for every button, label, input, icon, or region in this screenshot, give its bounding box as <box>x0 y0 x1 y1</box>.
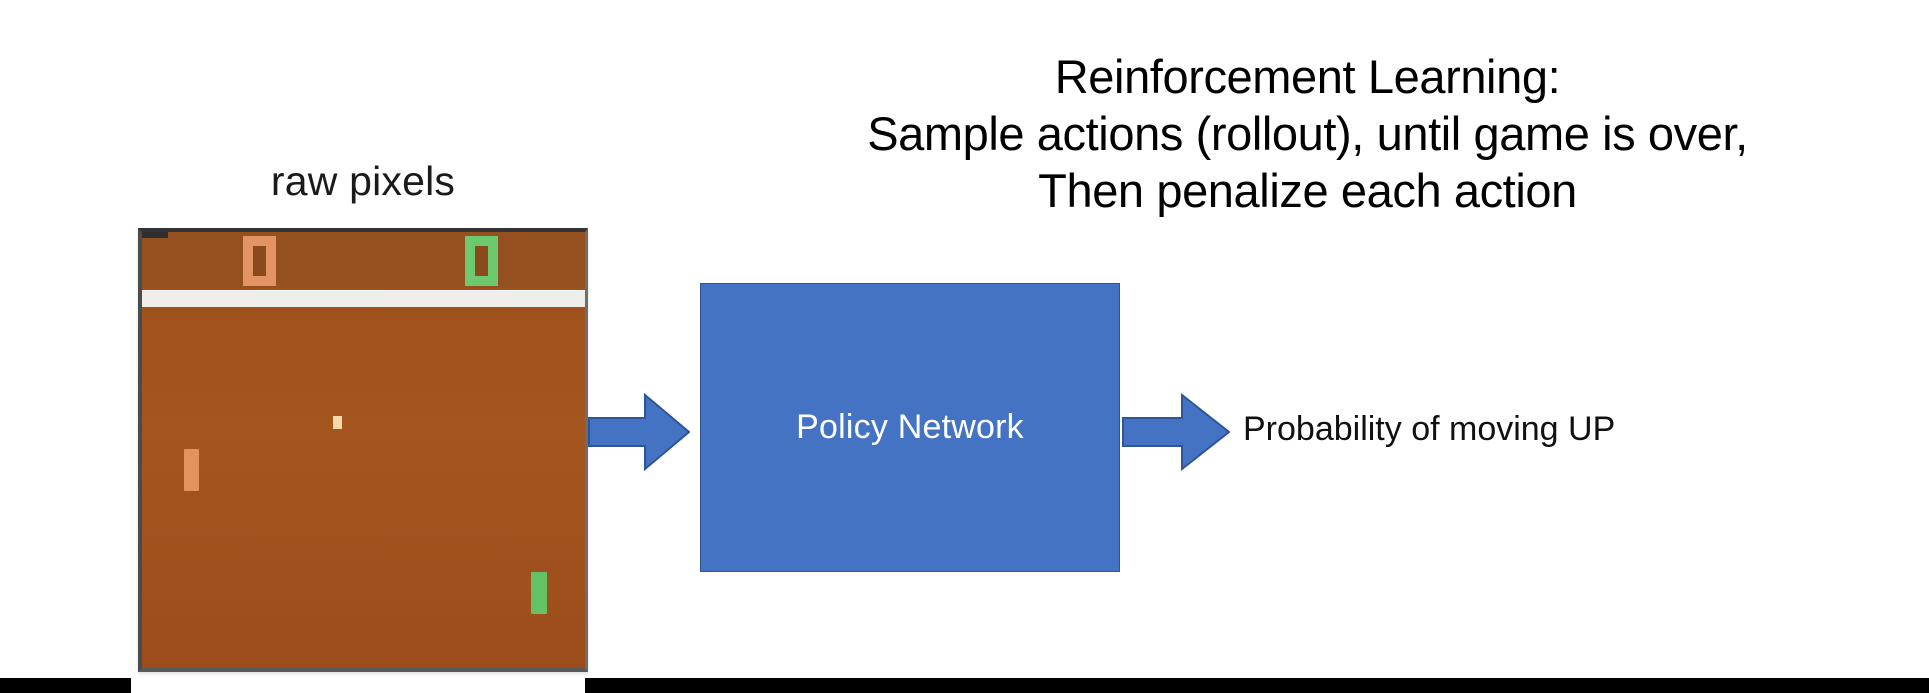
output-probability-label: Probability of moving UP <box>1243 410 1616 448</box>
letterbox-bar-right <box>585 678 1929 693</box>
pong-score-right <box>465 236 498 286</box>
slide-heading: Reinforcement Learning: Sample actions (… <box>700 48 1915 219</box>
pong-game-frame <box>138 228 588 672</box>
letterbox-bar-left <box>0 678 131 693</box>
pong-score-band <box>142 232 585 288</box>
pong-corner-notch <box>142 232 168 238</box>
policy-network-label: Policy Network <box>796 408 1024 446</box>
raw-pixels-label: raw pixels <box>270 158 456 204</box>
input-arrow-icon <box>588 393 690 471</box>
pong-playfield <box>142 232 585 668</box>
heading-line-3: Then penalize each action <box>1038 164 1577 217</box>
pong-divider-line <box>142 290 585 307</box>
pong-ball <box>333 416 342 429</box>
heading-line-1: Reinforcement Learning: <box>1054 50 1561 103</box>
output-arrow-icon <box>1122 393 1230 471</box>
pong-score-left-hole <box>253 246 266 276</box>
pong-score-left <box>243 236 276 286</box>
pong-paddle-right <box>531 572 547 614</box>
pong-score-right-hole <box>475 246 488 276</box>
policy-network-box[interactable]: Policy Network <box>700 283 1120 572</box>
pong-paddle-left <box>184 449 199 491</box>
heading-line-2: Sample actions (rollout), until game is … <box>867 107 1748 160</box>
